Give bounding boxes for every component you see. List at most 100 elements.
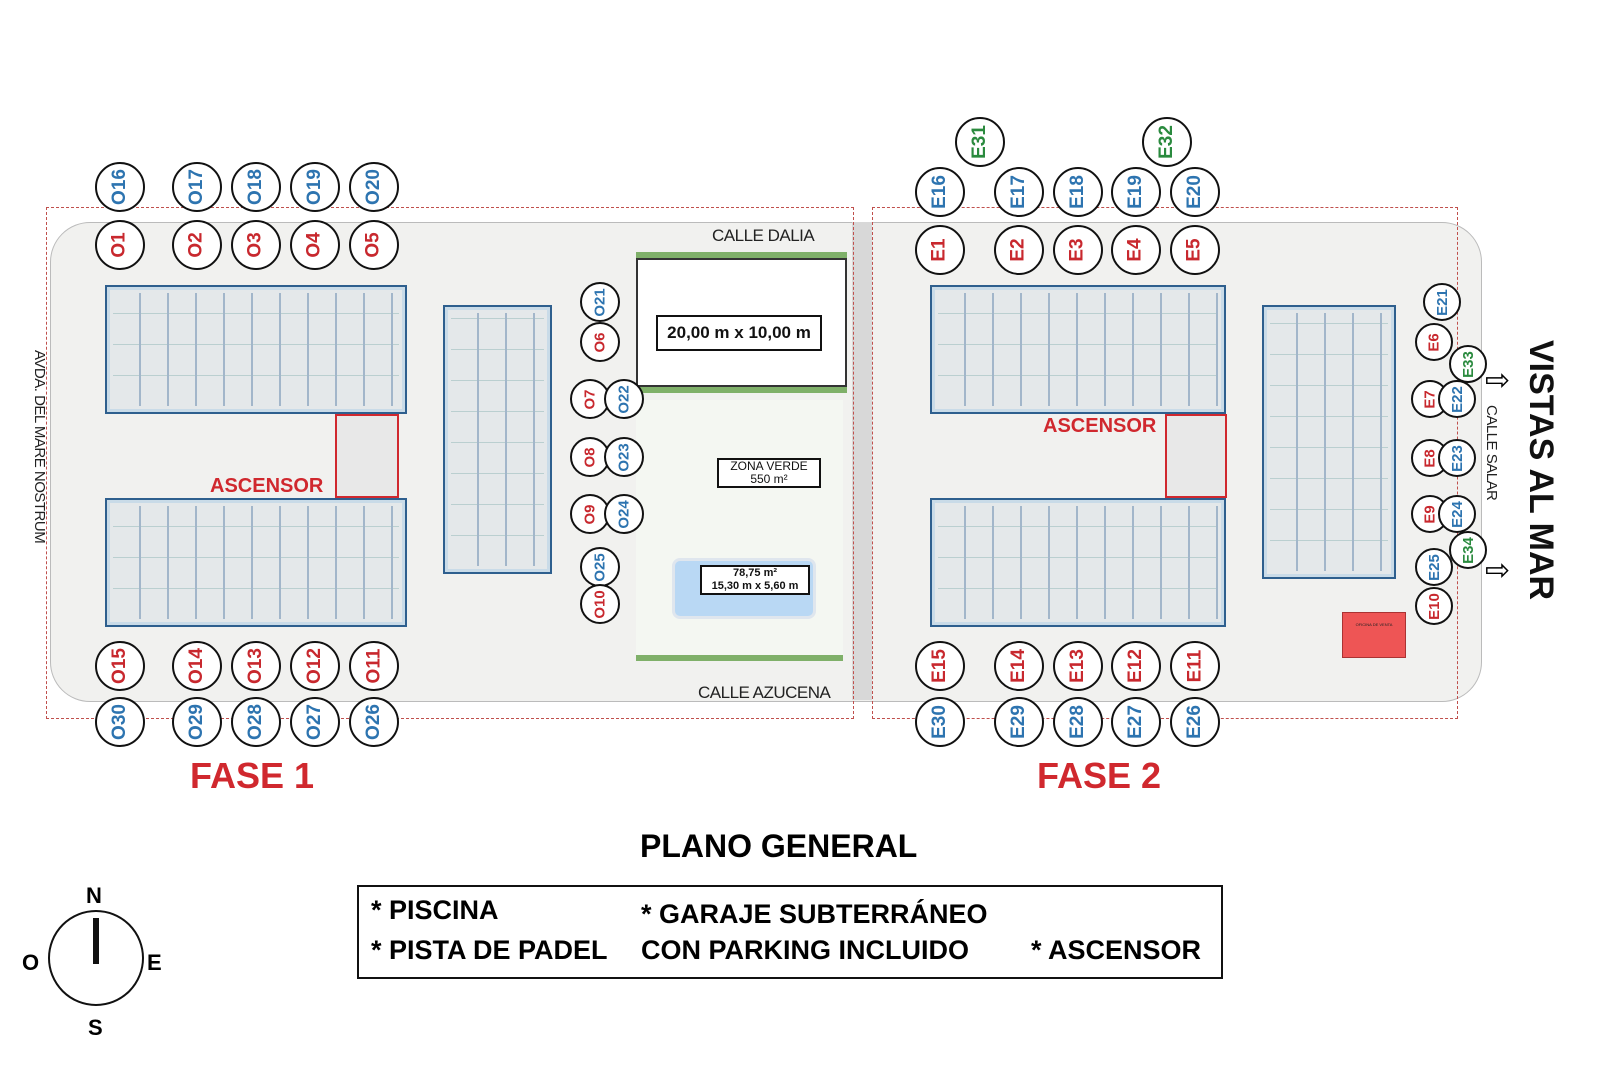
pool-dimensions: 15,30 m x 5,60 m [711,580,799,592]
unit-marker-o23[interactable]: O23 [604,437,644,477]
unit-label: O15 [108,648,130,684]
unit-marker-e23[interactable]: E23 [1438,439,1476,477]
amenity-ascensor: * ASCENSOR [1031,935,1202,965]
unit-label: E19 [1125,175,1146,209]
unit-label: E24 [1448,500,1466,528]
sales-office: OFICINA DE VENTA [1342,612,1406,658]
unit-marker-e14[interactable]: E14 [994,641,1044,691]
unit-marker-o20[interactable]: O20 [349,162,399,212]
unit-marker-o13[interactable]: O13 [231,641,281,691]
unit-marker-o12[interactable]: O12 [290,641,340,691]
compass-icon [48,910,144,1006]
unit-marker-o18[interactable]: O18 [231,162,281,212]
unit-marker-e1[interactable]: E1 [915,225,965,275]
unit-marker-e32[interactable]: E32 [1142,117,1192,167]
unit-label: O14 [185,648,207,684]
unit-marker-e21[interactable]: E21 [1423,283,1461,321]
unit-marker-o27[interactable]: O27 [290,697,340,747]
unit-marker-o2[interactable]: O2 [172,220,222,270]
unit-label: E25 [1425,553,1443,581]
unit-label: O13 [244,648,266,684]
unit-marker-e19[interactable]: E19 [1111,167,1161,217]
unit-marker-e12[interactable]: E12 [1111,641,1161,691]
unit-label: E20 [1184,175,1205,209]
building-block [105,498,407,627]
unit-marker-e2[interactable]: E2 [994,225,1044,275]
unit-marker-e15[interactable]: E15 [915,641,965,691]
unit-marker-e3[interactable]: E3 [1053,225,1103,275]
unit-marker-e10[interactable]: E10 [1415,587,1453,625]
unit-label: O17 [185,169,207,205]
unit-marker-o29[interactable]: O29 [172,697,222,747]
unit-label: E11 [1183,649,1205,683]
amenity-garaje: * GARAJE SUBTERRÁNEO [641,899,988,929]
unit-marker-e30[interactable]: E30 [915,697,965,747]
unit-marker-o26[interactable]: O26 [349,697,399,747]
unit-label: O29 [185,704,207,740]
unit-label: E13 [1067,649,1088,683]
unit-label: E1 [929,238,950,262]
unit-marker-o24[interactable]: O24 [604,494,644,534]
unit-marker-o16[interactable]: O16 [95,162,145,212]
padel-court-dimensions: 20,00 m x 10,00 m [656,315,822,351]
unit-marker-o19[interactable]: O19 [290,162,340,212]
unit-label: O4 [303,232,325,258]
unit-marker-o9[interactable]: O9 [570,494,610,534]
unit-marker-o28[interactable]: O28 [231,697,281,747]
unit-label: E32 [1156,125,1177,159]
unit-marker-o6[interactable]: O6 [580,322,620,362]
unit-marker-o17[interactable]: O17 [172,162,222,212]
unit-marker-e20[interactable]: E20 [1170,167,1220,217]
unit-marker-e29[interactable]: E29 [994,697,1044,747]
unit-label: E22 [1448,385,1466,413]
unit-marker-o3[interactable]: O3 [231,220,281,270]
unit-marker-e22[interactable]: E22 [1438,380,1476,418]
amenity-parking: CON PARKING INCLUIDO [641,935,969,965]
unit-marker-e34[interactable]: E34 [1449,531,1487,569]
unit-marker-e18[interactable]: E18 [1053,167,1103,217]
unit-marker-o25[interactable]: O25 [580,547,620,587]
unit-label: O27 [303,704,325,740]
unit-label: O8 [581,446,599,468]
unit-marker-e11[interactable]: E11 [1170,641,1220,691]
divider-road [852,222,872,700]
unit-marker-o30[interactable]: O30 [95,697,145,747]
unit-label: E6 [1425,332,1443,352]
ascensor-label-fase2: ASCENSOR [1043,415,1157,437]
unit-marker-e16[interactable]: E16 [915,167,965,217]
unit-marker-o5[interactable]: O5 [349,220,399,270]
unit-marker-o1[interactable]: O1 [95,220,145,270]
unit-marker-e25[interactable]: E25 [1415,548,1453,586]
unit-label: O22 [615,384,633,414]
unit-marker-e28[interactable]: E28 [1053,697,1103,747]
unit-marker-e5[interactable]: E5 [1170,225,1220,275]
unit-marker-e31[interactable]: E31 [955,117,1005,167]
arrow-right-icon: ⇨ [1485,364,1511,397]
compass-east: E [147,950,162,975]
unit-marker-o10[interactable]: O10 [580,584,620,624]
unit-marker-e4[interactable]: E4 [1111,225,1161,275]
unit-label: E14 [1008,649,1029,683]
unit-marker-o14[interactable]: O14 [172,641,222,691]
unit-marker-e33[interactable]: E33 [1449,345,1487,383]
ascensor-label-fase1: ASCENSOR [210,475,324,497]
unit-marker-o4[interactable]: O4 [290,220,340,270]
unit-marker-o11[interactable]: O11 [349,641,399,691]
unit-marker-o8[interactable]: O8 [570,437,610,477]
unit-marker-o15[interactable]: O15 [95,641,145,691]
unit-marker-e26[interactable]: E26 [1170,697,1220,747]
unit-label: O24 [615,499,633,529]
unit-marker-e13[interactable]: E13 [1053,641,1103,691]
building-block [930,285,1226,414]
compass-north: N [86,883,102,908]
unit-marker-o22[interactable]: O22 [604,379,644,419]
unit-label: O9 [581,503,599,525]
unit-marker-e6[interactable]: E6 [1415,323,1453,361]
unit-marker-o7[interactable]: O7 [570,379,610,419]
unit-marker-e17[interactable]: E17 [994,167,1044,217]
unit-marker-e24[interactable]: E24 [1438,495,1476,533]
unit-marker-e27[interactable]: E27 [1111,697,1161,747]
arrow-right-icon: ⇨ [1485,554,1511,587]
unit-marker-o21[interactable]: O21 [580,282,620,322]
unit-label: O11 [363,648,384,684]
